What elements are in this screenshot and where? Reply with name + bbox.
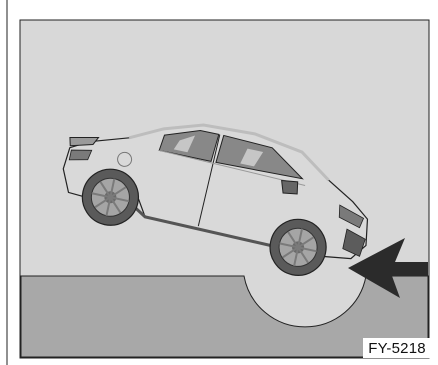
figure-code-label: FY-5218 [363, 338, 431, 358]
